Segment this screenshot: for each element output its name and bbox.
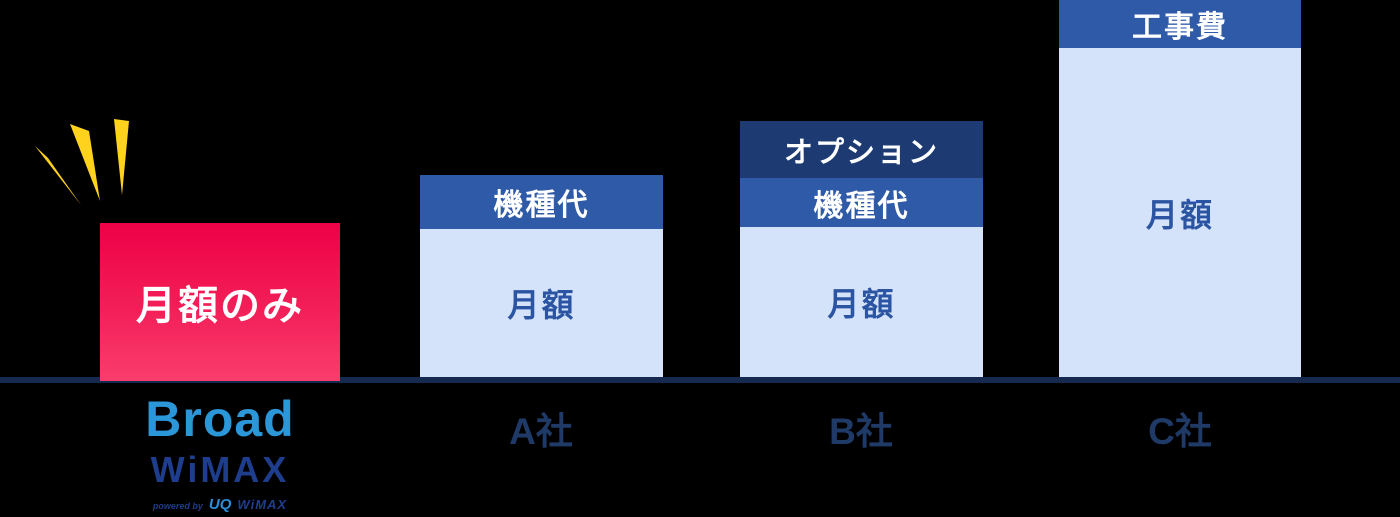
segment-label: 月額 (827, 286, 896, 322)
segment-device-cost: 機種代 (420, 175, 663, 229)
bar-company-b: オプション 機種代 月額 (740, 121, 983, 377)
segment-label: 月額 (1145, 196, 1214, 233)
segment-label: 工事費 (1132, 11, 1228, 44)
segment-label: 月額 (507, 287, 576, 323)
segment-monthly: 月額 (740, 227, 983, 377)
logo-broad-text: Broad (145, 391, 295, 447)
segment-monthly-only: 月額のみ (100, 223, 340, 381)
broad-wimax-logo: Broad WiMAX powered by UQ WiMAX (100, 394, 340, 512)
segment-construction-fee: 工事費 (1059, 0, 1301, 48)
uq-wimax-logo-text: WiMAX (237, 497, 288, 512)
label-company-b: B社 (829, 411, 893, 452)
label-company-c: C社 (1148, 411, 1212, 452)
logo-wimax-text: WiMAX (150, 449, 290, 490)
label-company-a: A社 (509, 411, 573, 452)
baseline-axis (0, 377, 1400, 383)
segment-label: 機種代 (813, 189, 910, 223)
uq-logo-text: UQ (208, 496, 232, 513)
powered-by-text: powered by (152, 501, 203, 511)
segment-monthly: 月額 (420, 229, 663, 377)
bar-broad-wimax: 月額のみ (100, 223, 340, 381)
segment-label: 月額のみ (136, 284, 304, 328)
logo-powered-by: powered by UQ WiMAX (153, 497, 287, 512)
emphasis-sparkle-icon (35, 119, 129, 205)
segment-device-cost: 機種代 (740, 178, 983, 227)
segment-monthly: 月額 (1059, 48, 1301, 377)
bar-company-a: 機種代 月額 (420, 175, 663, 377)
segment-label: オプション (783, 136, 939, 169)
segment-option: オプション (740, 121, 983, 178)
bar-company-c: 工事費 月額 (1059, 0, 1301, 377)
segment-label: 機種代 (493, 189, 590, 222)
